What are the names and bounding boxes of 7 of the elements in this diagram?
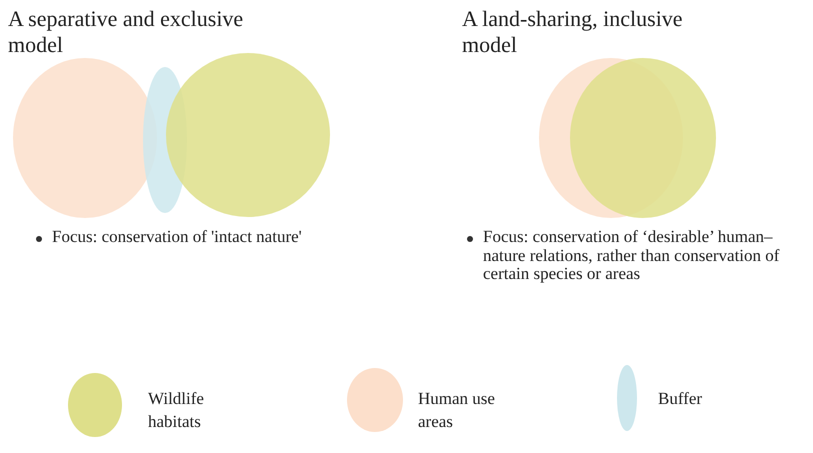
legend-label: Wildlife habitats xyxy=(148,388,205,433)
panel-heading: A separative and exclusive model xyxy=(8,6,244,59)
bullet-text: Focus: conservation of ‘desirable’ human–nature relations, rather than conservation of certain species or areas xyxy=(483,228,780,284)
panel-heading: A land-sharing, inclusive model xyxy=(462,6,684,59)
bullet-text: Focus: conservation of 'intact nature' xyxy=(52,228,302,247)
legend-label: Buffer xyxy=(658,388,704,410)
legend-label: Human use areas xyxy=(418,388,496,433)
